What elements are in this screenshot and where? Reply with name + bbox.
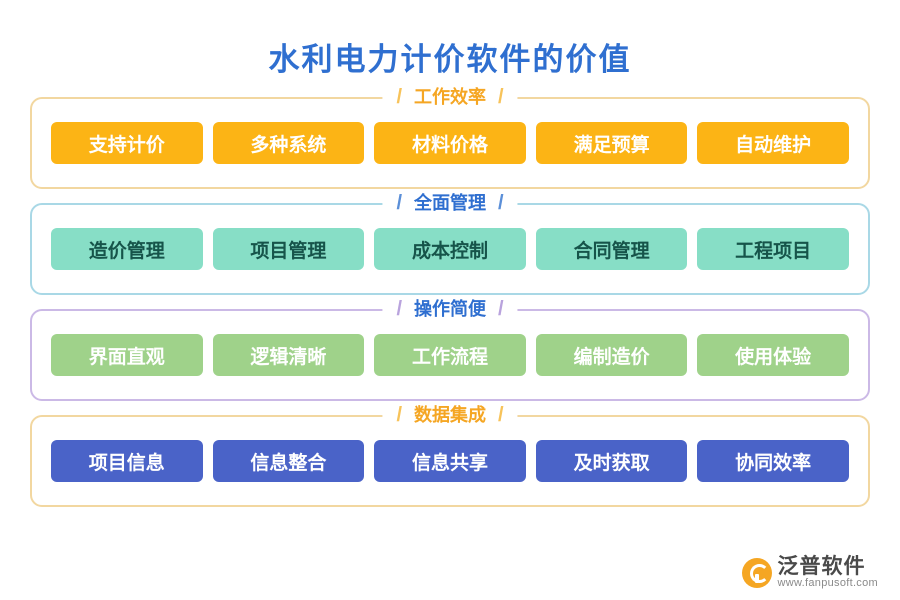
section-data-integration: / 数据集成 / 项目信息 信息整合 信息共享 及时获取 协同效率 <box>30 404 870 507</box>
chip-item[interactable]: 编制造价 <box>535 334 688 376</box>
section-heading: / 数据集成 / <box>382 404 518 426</box>
section-work-efficiency: / 工作效率 / 支持计价 多种系统 材料价格 满足预算 自动维护 <box>30 86 870 189</box>
chip-item[interactable]: 界面直观 <box>51 334 203 376</box>
chip-item[interactable]: 满足预算 <box>535 122 688 164</box>
slash-right-icon: / <box>498 298 504 320</box>
chip-item[interactable]: 多种系统 <box>212 122 365 164</box>
slash-right-icon: / <box>498 192 504 214</box>
slash-left-icon: / <box>396 298 402 320</box>
chip-item[interactable]: 信息共享 <box>374 440 526 482</box>
page-title: 水利电力计价软件的价值 <box>268 42 632 77</box>
chip-item[interactable]: 成本控制 <box>374 228 526 270</box>
chip-item[interactable]: 项目信息 <box>51 440 203 482</box>
slash-left-icon: / <box>396 404 402 426</box>
slash-right-icon: / <box>498 404 504 426</box>
section-heading-label: 数据集成 <box>414 405 486 425</box>
chip-item[interactable]: 工程项目 <box>697 228 849 270</box>
brand-text: 泛普软件 www.fanpusoft.com <box>778 556 878 590</box>
section-heading: / 工作效率 / <box>382 86 518 108</box>
brand-url: www.fanpusoft.com <box>777 577 878 590</box>
section-full-management: / 全面管理 / 造价管理 项目管理 成本控制 合同管理 工程项目 <box>30 192 870 295</box>
chip-item[interactable]: 材料价格 <box>374 122 526 164</box>
section-heading-label: 工作效率 <box>414 87 486 107</box>
slash-right-icon: / <box>498 86 504 108</box>
section-heading: / 操作简便 / <box>382 298 518 320</box>
chip-item[interactable]: 协同效率 <box>697 440 849 482</box>
chip-item[interactable]: 造价管理 <box>51 228 203 270</box>
section-heading-label: 全面管理 <box>414 193 486 213</box>
chip-item[interactable]: 自动维护 <box>697 122 849 164</box>
chip-item[interactable]: 合同管理 <box>535 228 688 270</box>
slash-left-icon: / <box>396 86 402 108</box>
fanpu-circle-logo-icon <box>741 558 772 589</box>
chip-item[interactable]: 信息整合 <box>212 440 365 482</box>
chip-item[interactable]: 项目管理 <box>212 228 365 270</box>
section-heading-label: 操作简便 <box>414 299 486 319</box>
brand-name: 泛普软件 <box>777 555 866 579</box>
sections-container: / 工作效率 / 支持计价 多种系统 材料价格 满足预算 自动维护 / 全面管理… <box>0 86 900 507</box>
chip-item[interactable]: 逻辑清晰 <box>212 334 365 376</box>
brand-logo: 泛普软件 www.fanpusoft.com <box>741 556 878 590</box>
section-easy-operation: / 操作简便 / 界面直观 逻辑清晰 工作流程 编制造价 使用体验 <box>30 298 870 401</box>
chip-item[interactable]: 使用体验 <box>697 334 849 376</box>
section-heading: / 全面管理 / <box>382 192 518 214</box>
slash-left-icon: / <box>396 192 402 214</box>
chip-item[interactable]: 及时获取 <box>535 440 688 482</box>
chip-item[interactable]: 支持计价 <box>51 122 203 164</box>
chip-item[interactable]: 工作流程 <box>374 334 526 376</box>
